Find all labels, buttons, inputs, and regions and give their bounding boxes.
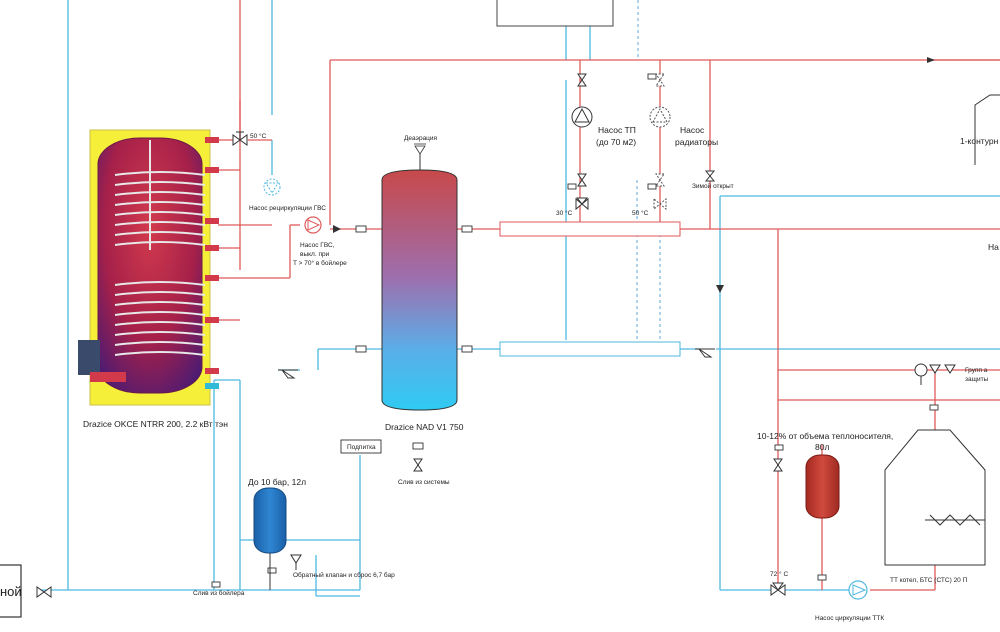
temp-50-label: 50 °C	[250, 132, 267, 140]
tank-name-label: Drazice NAD V1 750	[385, 422, 464, 432]
left-partial-box	[0, 564, 22, 618]
floor-pump-label-1: Насос ТП	[598, 125, 636, 135]
makeup-box	[340, 439, 382, 454]
big-expansion-label-2: 80л	[815, 442, 829, 452]
rad-pump-label-2: радиаторы	[675, 137, 718, 147]
floor-heating-pump-icon[interactable]	[571, 106, 593, 128]
strainer-icon	[278, 369, 298, 379]
temp-30-label: 30 °C	[556, 209, 573, 217]
dhw-pump-icon[interactable]	[304, 216, 322, 234]
solid-fuel-boiler-label: ТТ котел, БТС (СТС) 20 П	[890, 577, 968, 584]
na-label: На	[988, 242, 999, 252]
upper-coil	[114, 140, 206, 250]
dhw-boiler[interactable]	[78, 129, 219, 406]
ball-valve-icon[interactable]	[232, 131, 248, 146]
temp-50b-label: 50 °C	[632, 209, 649, 217]
pressure-gauge-icon	[914, 363, 928, 385]
ball-valve-icon[interactable]	[413, 458, 423, 472]
buffer-tank[interactable]	[381, 169, 458, 411]
boiler-drain-label: Слив из бойлера	[193, 589, 245, 597]
safety-group-label-1: Групп а	[965, 367, 988, 374]
three-way-valve-icon[interactable]	[770, 582, 786, 596]
union-fitting-icon	[211, 73, 939, 588]
small-expansion-vessel[interactable]	[253, 487, 287, 590]
dhw-pump-label-2: выкл. при	[300, 251, 330, 258]
radiator-pump-icon[interactable]	[649, 106, 671, 128]
system-drain-label: Слив из системы	[398, 479, 450, 486]
ball-valve-icon[interactable]	[655, 73, 665, 87]
safety-group-label-2: защиты	[965, 376, 989, 383]
cold-pipes	[40, 0, 1000, 597]
single-circuit-boiler	[974, 94, 1000, 165]
air-vent-icon	[929, 364, 941, 374]
dhw-pump-label-1: Насос ГВС,	[300, 242, 335, 249]
ball-valve-icon[interactable]	[36, 586, 52, 598]
top-equipment-box	[496, 0, 614, 27]
ball-valve-icon[interactable]	[577, 73, 587, 87]
ttk-pump-icon[interactable]	[848, 580, 868, 600]
check-valve-label: Обратный клапан и сброс 6,7 бар	[293, 571, 395, 579]
dhw-recirc-pump-icon[interactable]	[263, 178, 281, 196]
recirc-pump-label: Насос рециркуляции ГВС	[249, 205, 326, 212]
boiler-name-label: Drazice OKCE NTRR 200, 2.2 кВт тэн	[83, 419, 228, 429]
winter-open-label: Зимой открыт	[692, 182, 734, 190]
big-expansion-label-1: 10-12% от объема теплоносителя,	[757, 431, 893, 441]
ball-valve-icon[interactable]	[773, 458, 783, 472]
makeup-label: Подпитка	[347, 444, 376, 451]
dhw-pump-label-3: T > 70° в бойлере	[293, 259, 347, 267]
relief-valve-icon[interactable]	[290, 554, 302, 570]
relief-valve-icon	[944, 364, 956, 374]
ball-valve-icon[interactable]	[655, 173, 665, 187]
lower-coil	[114, 281, 206, 356]
big-expansion-vessel[interactable]	[805, 454, 840, 519]
three-way-valve-icon[interactable]	[575, 197, 589, 211]
solid-fuel-boiler[interactable]	[884, 429, 986, 566]
left-box-label: ной	[0, 584, 22, 599]
strainer-icon	[695, 348, 715, 358]
single-circuit-label: 1-контурн	[960, 136, 999, 146]
ball-valve-icon[interactable]	[577, 173, 587, 187]
boiler-nozzles	[205, 137, 219, 389]
three-way-valve-icon[interactable]	[653, 197, 667, 211]
check-valve-icon	[333, 57, 935, 293]
dashed-pipes	[636, 0, 661, 340]
hot-manifold	[499, 221, 681, 237]
deaeration-label: Деаэрация	[404, 135, 438, 142]
ball-valve-icon[interactable]	[704, 170, 716, 182]
cold-manifold	[499, 341, 681, 357]
rad-pump-label-1: Насос	[680, 125, 705, 135]
small-expansion-label: До 10 бар, 12л	[248, 477, 306, 487]
ttk-pump-label: Насос циркуляции ТТК	[815, 615, 884, 622]
floor-pump-label-2: (до 70 м2)	[596, 137, 636, 147]
hot-pipes	[218, 0, 1000, 591]
temp-72-label: 72 ° C	[770, 570, 788, 578]
air-vent-icon[interactable]	[414, 143, 426, 170]
